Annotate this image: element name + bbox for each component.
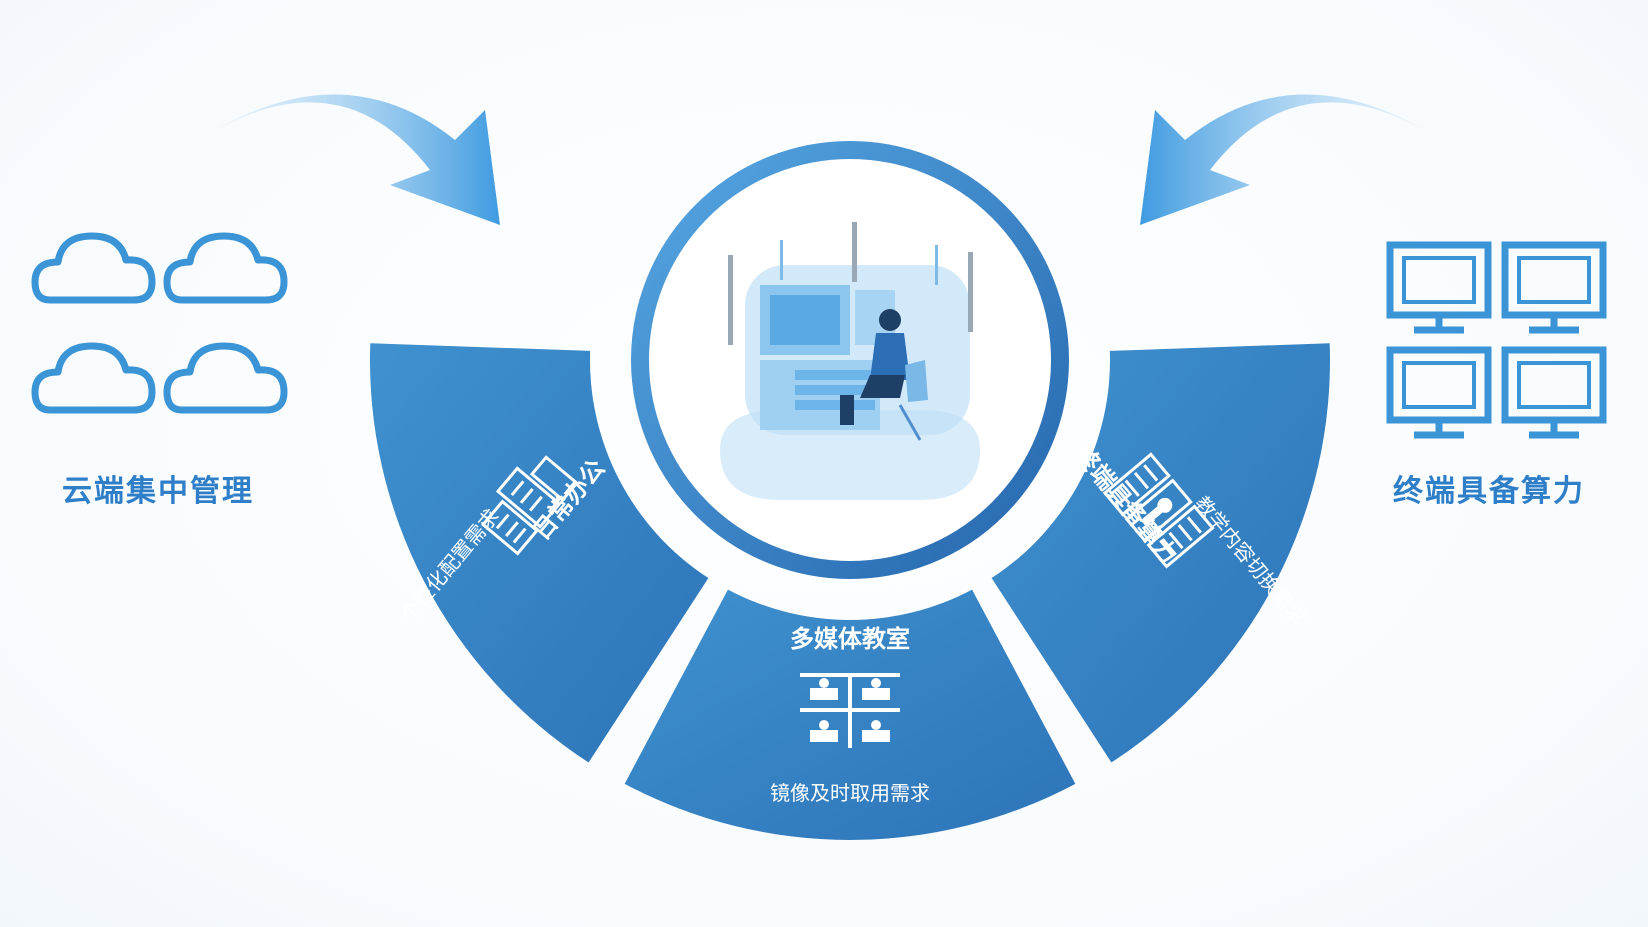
monitor-icon xyxy=(1386,241,1492,334)
segment-subtitle-multimedia-classroom: 镜像及时取用需求 xyxy=(770,781,930,805)
server-rack-icon xyxy=(1102,452,1215,569)
terminal-compute-label: 终端具备算力 xyxy=(1393,474,1585,509)
monitor-icon xyxy=(1501,241,1607,334)
cloud-icon xyxy=(163,232,288,304)
cloud-icon xyxy=(31,342,156,414)
cloud-management-label: 云端集中管理 xyxy=(62,474,254,509)
cloud-icon xyxy=(31,232,156,304)
cloud-icon xyxy=(163,342,288,414)
workstation-illustration xyxy=(720,222,980,500)
segment-title-multimedia-classroom: 多媒体教室 xyxy=(790,625,910,653)
office-buildings-icon xyxy=(481,455,579,556)
monitor-icon xyxy=(1386,346,1492,439)
monitor-icon xyxy=(1501,346,1607,439)
classroom-icon xyxy=(800,673,900,748)
segment-daily-office xyxy=(369,343,709,763)
center-illustration xyxy=(631,141,1069,579)
monitor-icon-group xyxy=(1386,241,1607,439)
cloud-icon-group xyxy=(31,232,288,414)
segment-terminal-compute xyxy=(991,343,1330,763)
right-curved-arrow xyxy=(1140,94,1470,225)
left-curved-arrow xyxy=(170,94,500,225)
